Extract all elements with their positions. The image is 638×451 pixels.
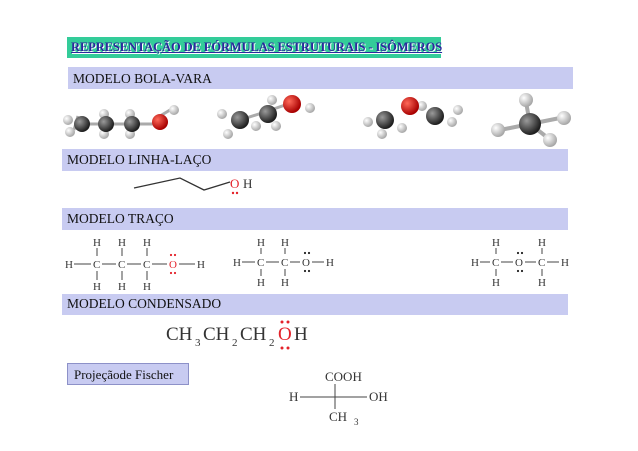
condensed-formula: CH 3 CH 2 CH 2 O H — [166, 320, 308, 350]
svg-text:C: C — [143, 259, 150, 271]
svg-text:H: H — [471, 257, 479, 269]
section-condensed-label: MODELO CONDENSADO — [62, 294, 568, 315]
fischer-projection: COOH H OH CH 3 — [289, 369, 388, 427]
condensed-oxygen: O — [278, 324, 292, 345]
svg-text:C: C — [93, 259, 100, 271]
line-formula-hydrogen: H — [243, 176, 252, 191]
svg-text:3: 3 — [195, 337, 201, 349]
svg-text:3: 3 — [354, 417, 359, 427]
svg-text:H: H — [492, 277, 500, 289]
ball-stick-models — [63, 93, 571, 147]
line-formula-oxygen: O — [230, 176, 239, 191]
svg-text:H: H — [233, 257, 241, 269]
svg-text:O: O — [169, 259, 177, 271]
svg-text:C: C — [538, 257, 545, 269]
svg-text:COOH: COOH — [325, 369, 362, 384]
svg-text:2: 2 — [269, 337, 275, 349]
page-title: REPRESENTAÇÃO DE FÓRMULAS ESTRUTURAIS - … — [67, 37, 442, 58]
svg-text:OH: OH — [369, 389, 388, 404]
section-trace-label: MODELO TRAÇO — [62, 208, 568, 230]
svg-text:H: H — [93, 281, 101, 293]
svg-text:C: C — [118, 259, 125, 271]
svg-text:2: 2 — [232, 337, 238, 349]
ether-ball-stick — [363, 97, 463, 139]
condensed-hydrogen: H — [294, 324, 308, 345]
ethanol-ball-stick — [217, 95, 315, 139]
svg-text:H: H — [492, 237, 500, 249]
ethanol-trace: H H H C C O H H H — [233, 237, 334, 289]
svg-text:CH: CH — [329, 409, 347, 424]
svg-text:H: H — [118, 237, 126, 249]
section-line-label: MODELO LINHA-LAÇO — [62, 149, 568, 171]
svg-text:H: H — [561, 257, 569, 269]
svg-text:H: H — [289, 389, 298, 404]
svg-text:C: C — [492, 257, 499, 269]
svg-text:H: H — [257, 277, 265, 289]
svg-text:O: O — [515, 257, 523, 269]
svg-text:H: H — [118, 281, 126, 293]
svg-text:C: C — [257, 257, 264, 269]
ether-trace: H H H C O C H H H — [471, 237, 569, 289]
section-fischer-label: Projeçãode Fischer — [67, 363, 189, 385]
svg-text:C: C — [281, 257, 288, 269]
svg-text:H: H — [538, 237, 546, 249]
methyl-ball-stick — [491, 93, 571, 147]
svg-text:H: H — [93, 237, 101, 249]
svg-text:O: O — [302, 257, 310, 269]
section-ball-stick-label: MODELO BOLA-VARA — [68, 67, 573, 89]
svg-text:CH: CH — [203, 324, 230, 345]
svg-text:H: H — [326, 257, 334, 269]
svg-text:H: H — [65, 259, 73, 271]
svg-text:H: H — [281, 277, 289, 289]
svg-text:H: H — [281, 237, 289, 249]
svg-text:H: H — [143, 237, 151, 249]
propanol-trace: H H H H C C C O H H H H — [65, 237, 205, 293]
svg-text:H: H — [538, 277, 546, 289]
svg-text:H: H — [143, 281, 151, 293]
svg-text:CH: CH — [166, 324, 193, 345]
svg-text:CH: CH — [240, 324, 267, 345]
svg-text:H: H — [197, 259, 205, 271]
svg-text:H: H — [257, 237, 265, 249]
line-formula: O H — [133, 176, 252, 195]
